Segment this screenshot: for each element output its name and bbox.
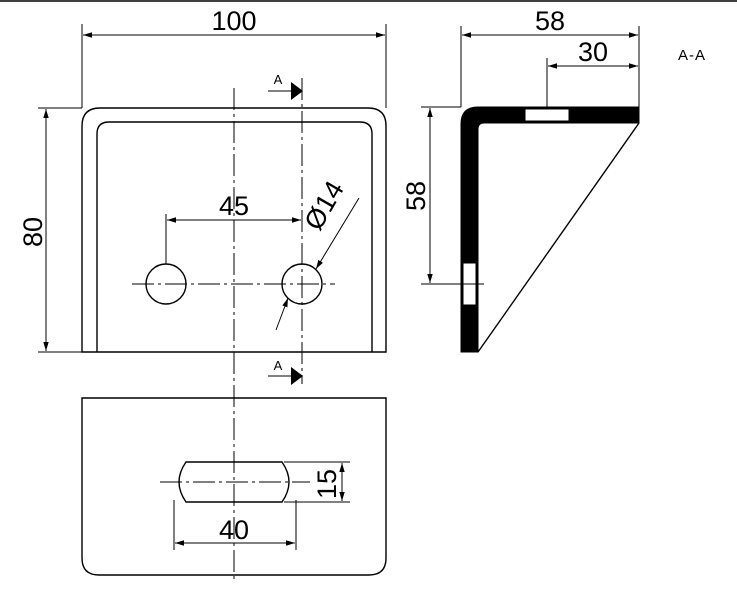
diameter-leader bbox=[315, 197, 360, 270]
slot-outline bbox=[178, 461, 290, 503]
cut-marker-bottom-arrow bbox=[291, 367, 303, 385]
slot-width-label: 15 bbox=[312, 469, 342, 499]
bottom-view: 40 15 bbox=[81, 397, 387, 576]
section-label: A-A bbox=[678, 47, 706, 64]
cut-marker-top-arrow bbox=[291, 82, 303, 100]
leg-height-label: 58 bbox=[401, 181, 431, 211]
section-top-hole-gap bbox=[524, 108, 570, 122]
section-view: 58 30 58 A-A bbox=[401, 6, 706, 353]
bottom-outline bbox=[81, 397, 387, 576]
front-outer-outline bbox=[81, 107, 387, 353]
section-width-label: 58 bbox=[535, 6, 565, 36]
section-l-profile bbox=[460, 106, 640, 353]
hole-offset-label: 30 bbox=[578, 37, 608, 67]
slot-length-label: 40 bbox=[219, 515, 249, 545]
right-hole bbox=[281, 263, 323, 305]
height-dimension-label: 80 bbox=[18, 217, 48, 247]
cut-marker-bottom-label: A bbox=[274, 358, 283, 373]
cut-marker-top-label: A bbox=[274, 72, 283, 87]
hole-spacing-label: 45 bbox=[219, 191, 249, 221]
diameter-leader-tail bbox=[275, 297, 289, 331]
width-dimension-label: 100 bbox=[211, 6, 256, 36]
section-gusset-edge bbox=[477, 122, 640, 353]
